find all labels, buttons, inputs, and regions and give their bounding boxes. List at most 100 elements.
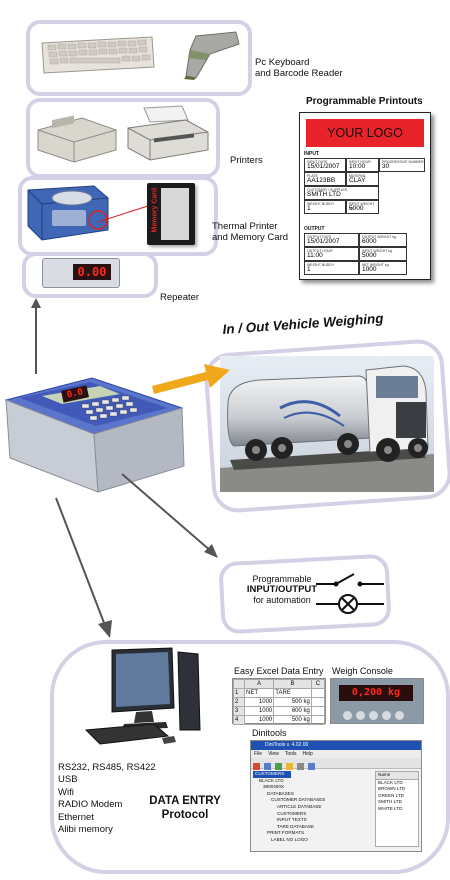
vehicle-title: In / Out Vehicle Weighing — [222, 310, 384, 337]
memory-card-icon: Memory Card — [147, 183, 195, 245]
tree-item[interactable]: TARE DATABASE — [277, 823, 315, 829]
thermal-label: Thermal Printer and Memory Card — [212, 221, 289, 243]
tree-item[interactable]: DATABASES — [267, 790, 294, 796]
dinitools-menubar: File View Tools Help — [251, 750, 421, 758]
tree-item[interactable]: ARTICLE DATABASE — [277, 803, 322, 809]
protocol-item: RADIO Modem — [58, 799, 123, 811]
arrow-to-truck-icon — [152, 364, 230, 394]
console-button[interactable] — [343, 711, 352, 720]
tree-item[interactable]: 3800400X — [263, 784, 284, 790]
data-entry-line-2: Protocol — [161, 809, 209, 821]
repeater-device: 0.00 — [42, 258, 120, 288]
protocol-item: USB — [58, 774, 78, 786]
switch-lamp-icon — [316, 573, 384, 614]
tree-item[interactable]: CUSTOMERS — [277, 810, 307, 816]
keyboard-frame — [26, 20, 252, 96]
protocol-item: Alibi memory — [58, 824, 113, 836]
console-button[interactable] — [369, 711, 378, 720]
io-line-3: for automation — [253, 595, 311, 605]
dinitools-toolbar — [251, 758, 421, 770]
receipt-printer-icon — [37, 115, 117, 163]
ticket-logo: YOUR LOGO — [306, 119, 424, 147]
weigh-console-display: 0,200 kg — [339, 685, 413, 701]
toolbar-icon[interactable] — [275, 763, 282, 770]
tree-item[interactable]: PRINT FORMATS — [267, 830, 305, 836]
protocol-list: RS232, RS485, RS422 USB Wifi RADIO Modem… — [58, 762, 156, 836]
io-line-1: Programmable — [252, 574, 312, 584]
list-item[interactable]: BLACK LTD — [378, 779, 403, 785]
connector-line — [97, 203, 155, 223]
data-entry-line-1: DATA ENTRY — [149, 795, 221, 807]
toolbar-icon[interactable] — [253, 763, 260, 770]
weigh-console-title: Weigh Console — [332, 666, 393, 676]
repeater-label: Repeater — [160, 292, 200, 303]
dinitools-window: DiniTools v. 4.02.00 File View Tools Help C… — [250, 740, 422, 852]
list-item[interactable]: GREEN LTD — [378, 792, 404, 798]
barcode-reader-icon — [184, 31, 240, 80]
table-row: 4 1000 500 kg — [233, 715, 326, 725]
table-row: A B C — [233, 679, 326, 689]
list-item[interactable]: SMITH LTD — [378, 799, 402, 805]
protocol-item: Ethernet — [58, 811, 94, 823]
console-buttons — [343, 707, 404, 725]
printers-label: Printers — [230, 155, 263, 166]
io-line-2: INPUT/OUTPUT — [246, 584, 318, 595]
repeater-display: 0.00 — [73, 264, 111, 280]
ticket-input-heading: INPUT — [304, 151, 319, 157]
arrow-up-icon — [31, 298, 41, 374]
keyboard-icon — [41, 36, 155, 74]
weighing-indicator — [4, 377, 185, 493]
list-item[interactable]: WHITE LTD — [378, 805, 403, 811]
menu-item-view[interactable]: View — [268, 751, 279, 757]
dinitools-tree: CUSTOMERS BLACK LTD 3800400X DATABASES C… — [253, 771, 373, 844]
tree-item[interactable]: BLACK LTD — [259, 777, 284, 783]
toolbar-icon[interactable] — [308, 763, 315, 770]
tree-item[interactable]: CUSTOMERS — [253, 771, 291, 778]
excel-table: A B C 1 NET TARE 2 1000 500 kg 3 1000 60… — [233, 679, 326, 725]
tree-item[interactable]: LABEL NO LOGO — [271, 836, 308, 842]
ticket-output-heading: OUTPUT — [304, 226, 325, 232]
menu-item-help[interactable]: Help — [302, 751, 313, 757]
console-button[interactable] — [382, 711, 391, 720]
list-item[interactable]: BROWN LTD — [378, 786, 406, 792]
excel-window: A B C 1 NET TARE 2 1000 500 kg 3 1000 60… — [232, 678, 326, 725]
table-row: 2 1000 500 kg — [233, 697, 326, 707]
thermal-printer-icon — [27, 185, 109, 241]
protocol-item: Wifi — [58, 786, 74, 798]
dinitools-title: Dinitools — [252, 728, 287, 738]
console-button[interactable] — [356, 711, 365, 720]
dinitools-titlebar: DiniTools v. 4.02.00 — [251, 741, 421, 750]
toolbar-icon[interactable] — [264, 763, 271, 770]
list-header: Name — [376, 772, 418, 780]
repeater-frame — [22, 252, 158, 298]
tree-item[interactable]: CUSTOMER DATABASES — [271, 797, 326, 803]
pc-workstation-image — [84, 647, 201, 745]
toolbar-icon[interactable] — [297, 763, 304, 770]
table-row: 1 NET TARE — [233, 688, 326, 698]
menu-item-file[interactable]: File — [254, 751, 263, 757]
truck-image — [220, 356, 434, 492]
memory-card-label: Memory Card — [151, 187, 159, 233]
menu-item-tools[interactable]: Tools — [284, 751, 297, 757]
console-button[interactable] — [395, 711, 404, 720]
tree-item[interactable]: INPUT TEXTS — [277, 817, 307, 823]
toolbar-icon[interactable] — [286, 763, 293, 770]
dot-matrix-printer-icon — [127, 105, 209, 161]
arrow-to-io-icon — [121, 473, 218, 558]
weigh-console-window: 0,200 kg — [330, 678, 424, 724]
protocol-item: RS232, RS485, RS422 — [58, 762, 156, 773]
data-entry-title: DATA ENTRY Protocol — [144, 794, 226, 822]
